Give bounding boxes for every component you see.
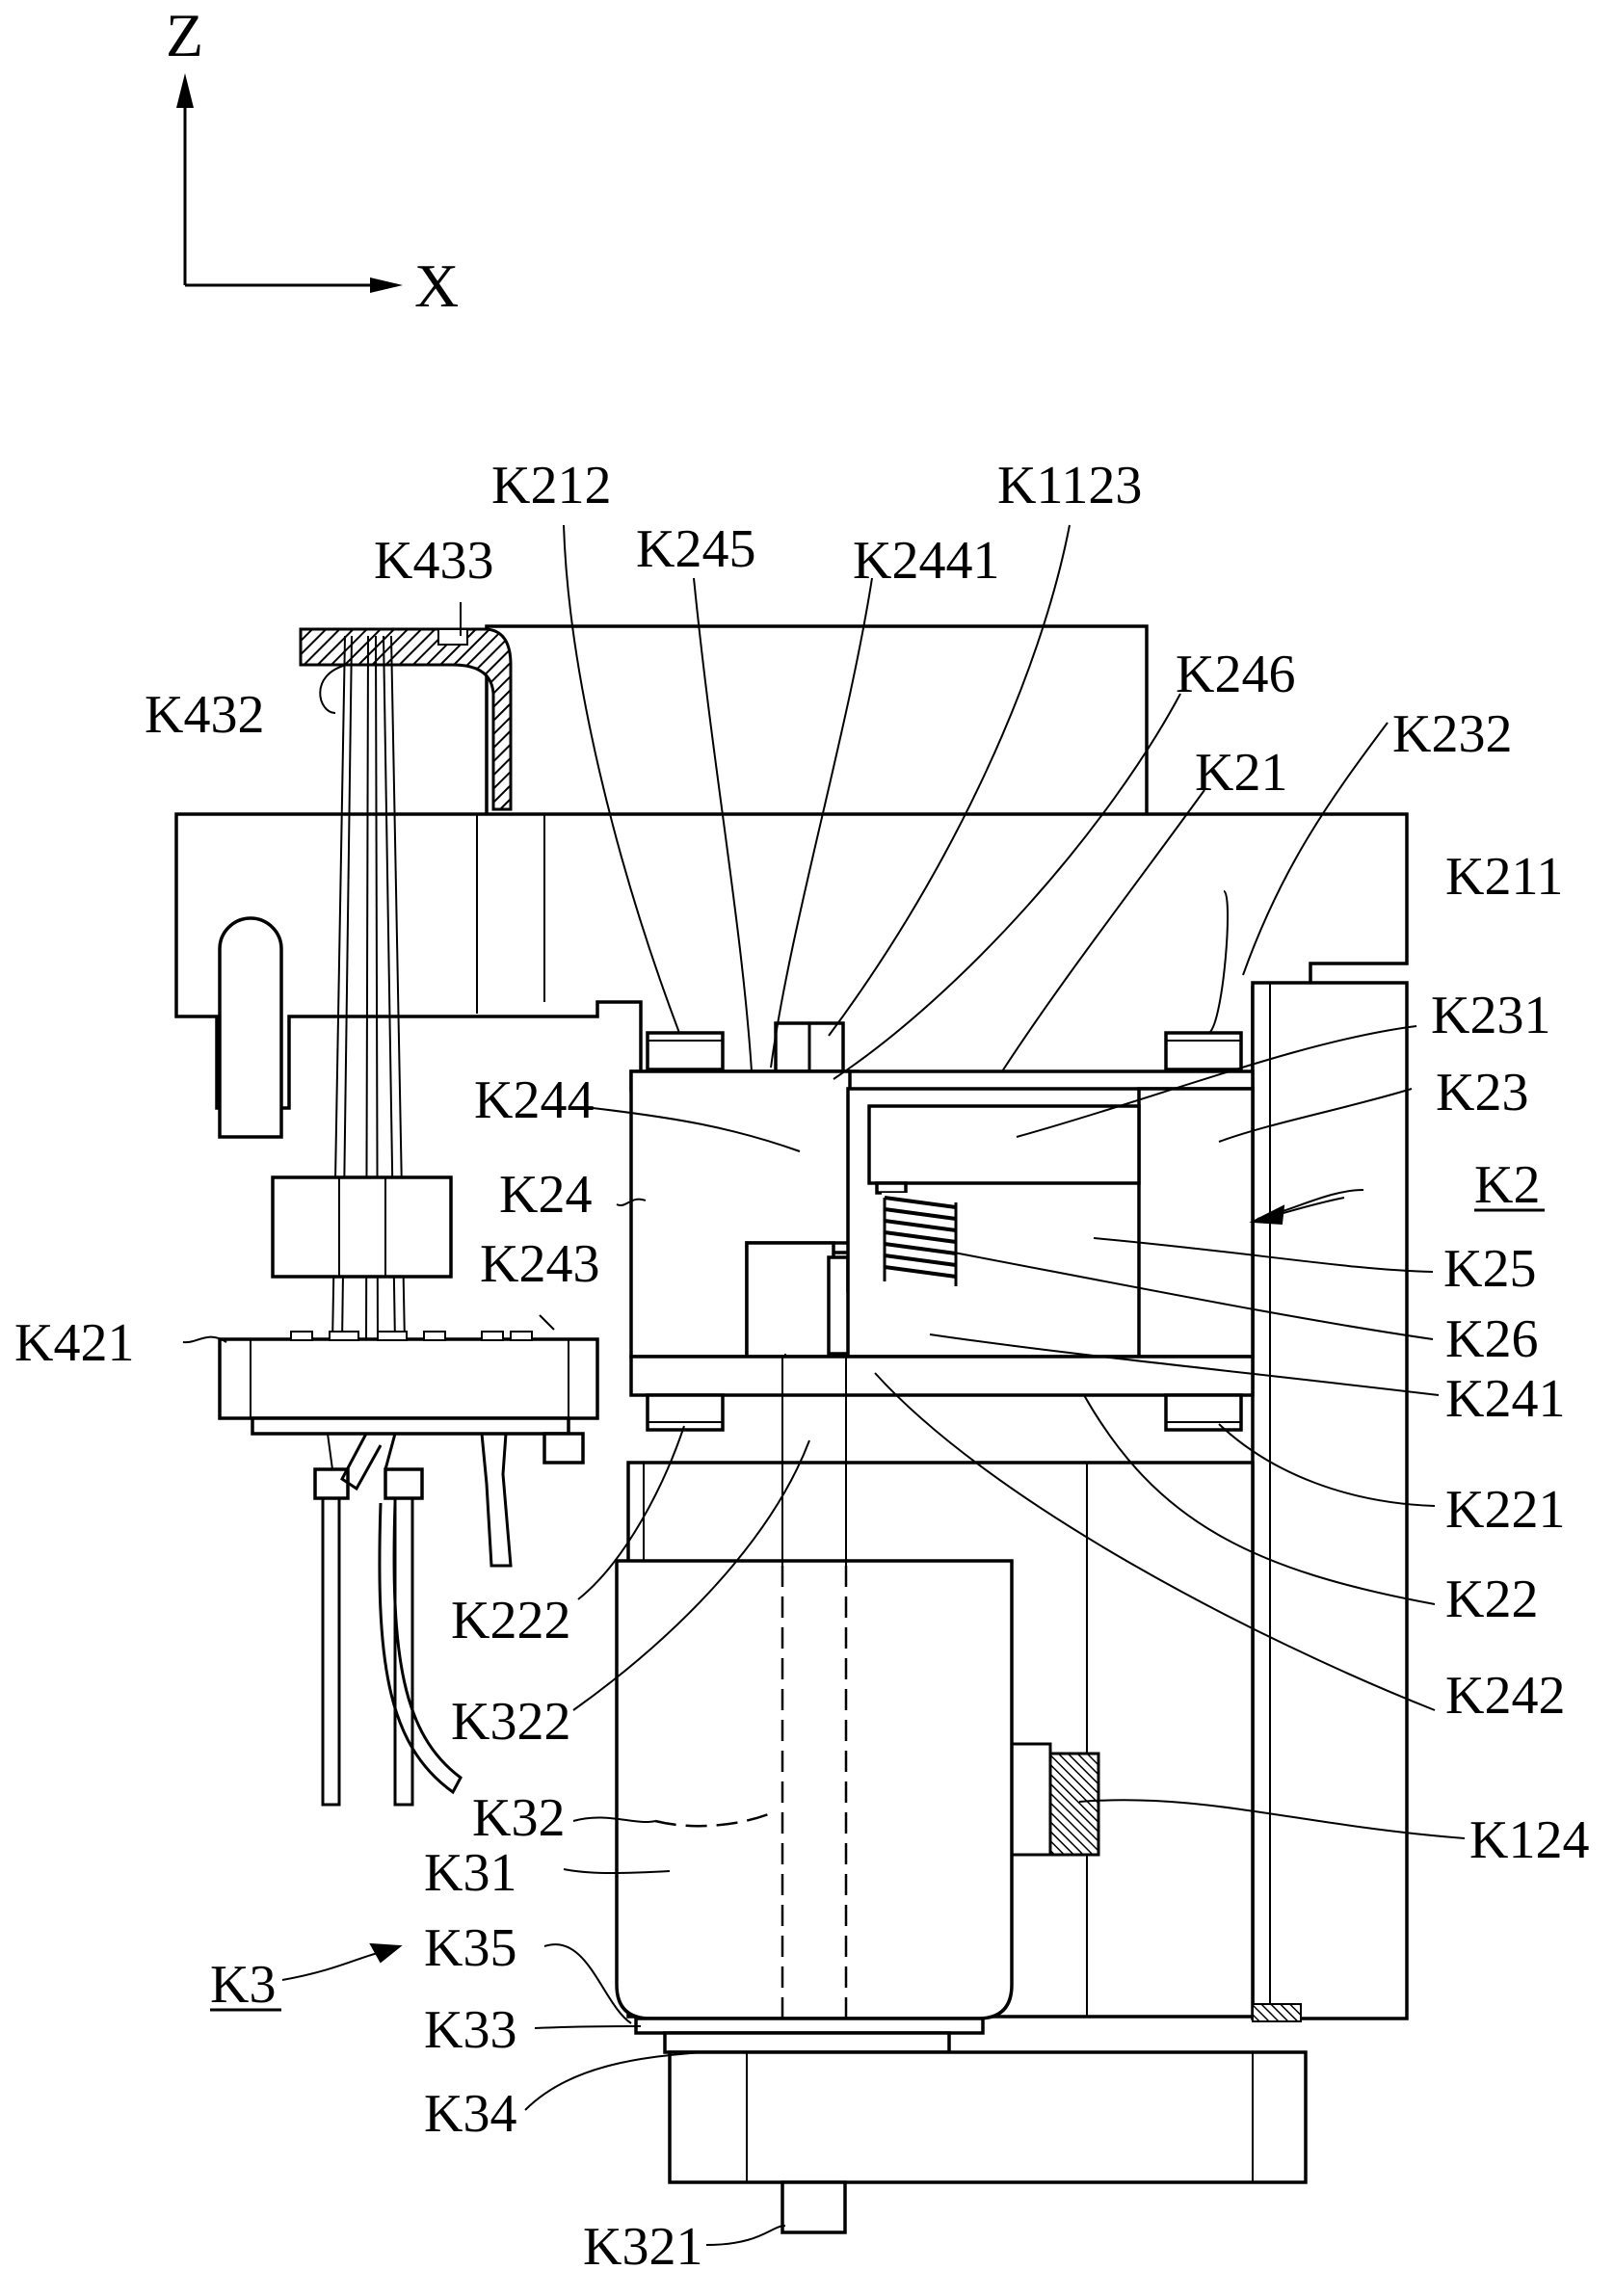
spring-k26 xyxy=(882,1193,959,1289)
label-K421: K421 xyxy=(14,1313,134,1373)
label-K32: K32 xyxy=(472,1788,565,1848)
label-K2: K2 xyxy=(1474,1155,1540,1215)
label-K2441: K2441 xyxy=(853,531,999,591)
label-K244: K244 xyxy=(474,1070,594,1130)
z-axis-label: Z xyxy=(166,1,203,69)
reference-labels: K212 K433 K245 K2441 K1123 K432 K246 K21… xyxy=(14,456,1589,2277)
label-K1123: K1123 xyxy=(997,456,1142,515)
label-K3: K3 xyxy=(210,1955,276,2015)
label-K31: K31 xyxy=(424,1843,516,1903)
label-K433: K433 xyxy=(374,531,493,591)
label-K33: K33 xyxy=(424,2000,516,2060)
wires xyxy=(271,635,453,1345)
label-K211: K211 xyxy=(1445,847,1563,907)
label-K222: K222 xyxy=(451,1591,570,1650)
label-K35: K35 xyxy=(424,1918,516,1978)
lower-plate-k22 xyxy=(629,1355,1255,1432)
x-axis-label: X xyxy=(414,251,459,320)
label-K241: K241 xyxy=(1445,1369,1565,1429)
label-K24: K24 xyxy=(499,1165,592,1225)
assembly-k3 xyxy=(615,1357,1308,2234)
label-K21: K21 xyxy=(1195,743,1287,803)
bracket-k432 xyxy=(299,627,513,811)
label-K246: K246 xyxy=(1176,645,1295,704)
label-K242: K242 xyxy=(1445,1666,1565,1726)
label-K26: K26 xyxy=(1445,1309,1538,1369)
label-K245: K245 xyxy=(636,519,755,579)
label-K25: K25 xyxy=(1443,1239,1536,1299)
label-K212: K212 xyxy=(491,456,611,515)
label-K221: K221 xyxy=(1445,1480,1565,1540)
label-K322: K322 xyxy=(451,1692,570,1752)
label-K34: K34 xyxy=(424,2084,516,2144)
axis-indicator: Z X xyxy=(166,1,459,320)
board-k421 xyxy=(218,1331,599,1465)
label-K232: K232 xyxy=(1392,704,1512,764)
label-K22: K22 xyxy=(1445,1570,1538,1629)
label-K231: K231 xyxy=(1431,986,1550,1045)
label-K124: K124 xyxy=(1469,1810,1589,1870)
label-K321: K321 xyxy=(583,2217,702,2277)
cables xyxy=(313,1433,513,1807)
label-K432: K432 xyxy=(145,685,264,745)
label-K23: K23 xyxy=(1436,1063,1528,1122)
leader-lines xyxy=(182,524,1466,2246)
label-K243: K243 xyxy=(480,1234,599,1294)
